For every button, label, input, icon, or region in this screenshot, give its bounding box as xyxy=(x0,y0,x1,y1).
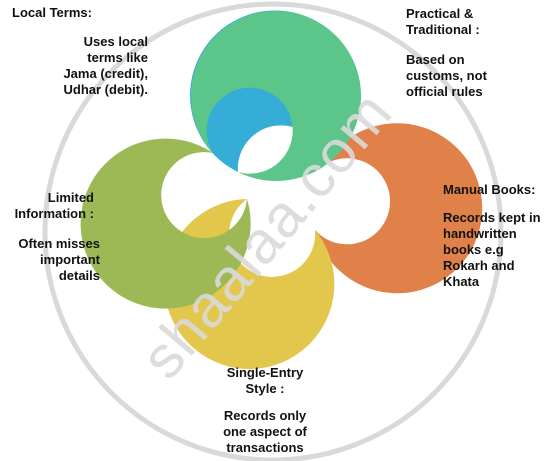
limited-info-title: Limited Information : xyxy=(14,190,94,221)
local-terms-title: Local Terms: xyxy=(12,5,92,20)
single-entry-title: Single-Entry Style : xyxy=(226,365,304,396)
manual-books-body: Records kept in handwritten books e.g Ro… xyxy=(443,210,541,289)
practical-body: Based on customs, not official rules xyxy=(406,52,487,99)
local-terms-body: Uses local terms like Jama (credit), Udh… xyxy=(63,34,148,97)
practical-title: Practical & Traditional : xyxy=(406,6,480,37)
limited-info-body: Often misses important details xyxy=(18,236,100,283)
petal-single-entry xyxy=(80,138,251,309)
petal-limited-information xyxy=(191,10,362,181)
manual-books-title: Manual Books: xyxy=(443,182,536,197)
watermark-ring xyxy=(42,1,504,461)
single-entry-body: Records only one aspect of transactions xyxy=(223,408,307,455)
petal-practical-traditional xyxy=(315,123,483,294)
